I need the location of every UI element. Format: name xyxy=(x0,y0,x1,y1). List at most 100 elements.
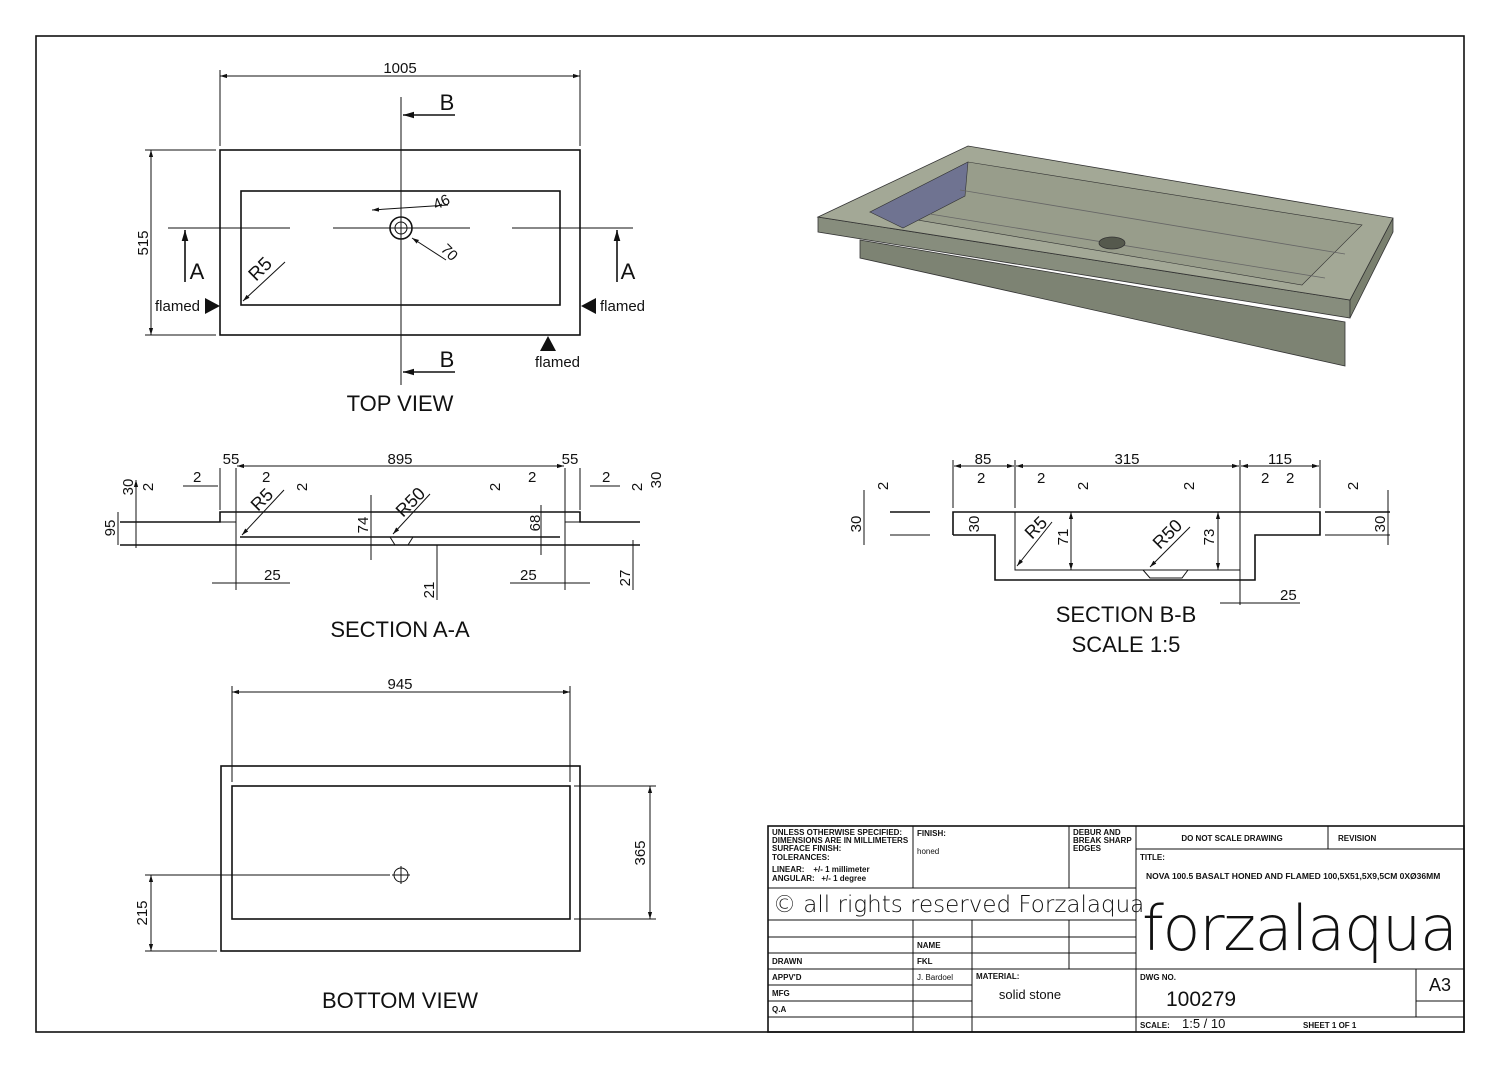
sheet-number: SHEET 1 OF 1 xyxy=(1303,1021,1357,1030)
drawing-stroke xyxy=(220,765,581,952)
drawing-stroke xyxy=(869,161,969,229)
forzalaqua-logo: forzalaqua xyxy=(1142,892,1458,965)
dim-depth-right: 68 xyxy=(527,515,544,532)
dimension-label: APPV'D xyxy=(772,973,802,982)
title-block: UNLESS OTHERWISE SPECIFIED: DIMENSIONS A… xyxy=(767,825,1465,1033)
dim-left: 85 xyxy=(975,451,992,468)
dimension-label: ANGULAR: +/- 1 degree xyxy=(772,874,867,883)
dimension-label: REVISION xyxy=(1338,834,1376,843)
finish-note-front: flamed xyxy=(535,354,580,371)
scale-value: 1:5 / 10 xyxy=(1182,1016,1225,1031)
drawing-stroke xyxy=(242,261,286,302)
dimension-label: 2 xyxy=(977,470,985,487)
dimension-label: SCALE: xyxy=(1140,1021,1170,1030)
section-a-marker-left: A xyxy=(190,259,205,284)
drawing-stroke xyxy=(1016,521,1053,567)
dimension-label: 30 xyxy=(966,516,983,533)
approved-by: J. Bardoel xyxy=(917,973,953,982)
section-b-b-title: SECTION B-B xyxy=(1056,602,1197,627)
drawing-stroke xyxy=(767,825,1465,1033)
dimension-label: 2 xyxy=(875,482,892,490)
drain-hole xyxy=(1098,236,1126,250)
radius-r5: R5 xyxy=(247,484,277,514)
drain-inner-dimension: 46 xyxy=(431,191,453,213)
section-b-b: 85 315 115 2 2 2 2 2 2 2 2 30 30 30 71 7… xyxy=(848,451,1390,657)
dim-right: 115 xyxy=(1268,451,1292,468)
isometric-view xyxy=(816,145,1394,367)
drawing-stroke xyxy=(231,785,571,920)
drain-hole-inner xyxy=(394,221,408,235)
drawing-stroke xyxy=(1149,526,1191,568)
dimension-label: 2 xyxy=(262,469,270,486)
top-view-title: TOP VIEW xyxy=(347,391,454,416)
drawing-stroke xyxy=(241,489,285,536)
dimension-label: R5 xyxy=(1021,512,1051,542)
dim-mid: 315 xyxy=(1114,451,1139,468)
dim-width: 945 xyxy=(387,676,412,693)
depth-dimension: 515 xyxy=(135,230,152,255)
width-dimension: 1005 xyxy=(383,60,416,77)
dim-depth: 365 xyxy=(632,840,649,865)
dimension-label: BREAK SHARP xyxy=(1073,836,1132,845)
dim-side-right: 55 xyxy=(562,451,579,468)
corner-radius: R5 xyxy=(245,254,277,286)
dimension-label: DRAWN xyxy=(772,957,802,966)
dim-top-right: 30 xyxy=(648,472,665,489)
dimension-label: EDGES xyxy=(1073,844,1102,853)
dim-bottom: 27 xyxy=(617,570,634,587)
dimension-label: DIMENSIONS ARE IN MILLIMETERS xyxy=(772,836,909,845)
drawing-stroke xyxy=(220,521,237,545)
dimension-label: 2 xyxy=(487,483,504,491)
dimension-label: 2 xyxy=(193,469,201,486)
dimension-label: 2 xyxy=(1261,470,1269,487)
drawn-by: FKL xyxy=(917,957,933,966)
drawing-stroke xyxy=(929,213,1326,279)
dimension-label: MFG xyxy=(772,989,790,998)
dim-side-left: 55 xyxy=(223,451,240,468)
dimension-label: 2 xyxy=(1037,470,1045,487)
section-a-a: 895 55 55 2 2 2 2 30 2 95 30 2 2 2 74 68… xyxy=(102,451,665,642)
drawing-frame xyxy=(35,35,1465,1033)
dimension-label: DWG NO. xyxy=(1140,973,1176,982)
dim-total-height: 95 xyxy=(102,520,119,537)
finish-note-left: flamed xyxy=(155,298,200,315)
section-b-marker-top: B xyxy=(440,90,455,115)
dimension-label: SURFACE FINISH: xyxy=(772,844,841,853)
dim-inner-width: 895 xyxy=(387,451,412,468)
dimension-label: FINISH: xyxy=(917,829,946,838)
finish-value: honed xyxy=(917,847,939,856)
sheet-size: A3 xyxy=(1429,975,1451,995)
dim-wall: 25 xyxy=(1280,587,1297,604)
dimension-label: MATERIAL: xyxy=(976,972,1019,981)
dim-depth-left: 74 xyxy=(355,517,372,534)
drawing-stroke xyxy=(859,239,1346,367)
dimension-label: Q.A xyxy=(772,1005,786,1014)
dim-drain-offset: 215 xyxy=(134,900,151,925)
dimension-label: 30 xyxy=(848,516,865,533)
dim-depth-right: 73 xyxy=(1201,529,1218,546)
finish-note-right: flamed xyxy=(600,298,645,315)
dim-top-left: 30 xyxy=(120,479,137,496)
drawing-number: 100279 xyxy=(1166,988,1236,1011)
drawing-stroke xyxy=(1142,569,1189,579)
dim-wall-right: 25 xyxy=(520,567,537,584)
dimension-label: LINEAR: +/- 1 millimeter xyxy=(772,865,870,874)
dimension-label: DEBUR AND xyxy=(1073,828,1121,837)
drawing-stroke xyxy=(411,237,447,261)
outer-outline xyxy=(219,149,581,336)
drain-hole-outer xyxy=(389,216,413,240)
material-value: solid stone xyxy=(999,987,1061,1002)
drain-outer-dimension: 70 xyxy=(437,241,461,265)
drawing-title: NOVA 100.5 BASALT HONED AND FLAMED 100,5… xyxy=(1146,871,1440,881)
drawing-stroke xyxy=(389,536,414,546)
dimension-label: 2 xyxy=(294,483,311,491)
dimension-label: R50 xyxy=(1149,515,1186,552)
drawing-stroke xyxy=(120,511,640,523)
dimension-label: 2 xyxy=(528,469,536,486)
top-view: 1005 515 B B A A 46 70 R5 flamed flamed … xyxy=(135,60,645,416)
drawing-stroke xyxy=(952,511,1321,581)
dim-depth-left: 71 xyxy=(1055,529,1072,546)
section-a-a-title: SECTION A-A xyxy=(330,617,470,642)
section-a-marker-right: A xyxy=(621,259,636,284)
